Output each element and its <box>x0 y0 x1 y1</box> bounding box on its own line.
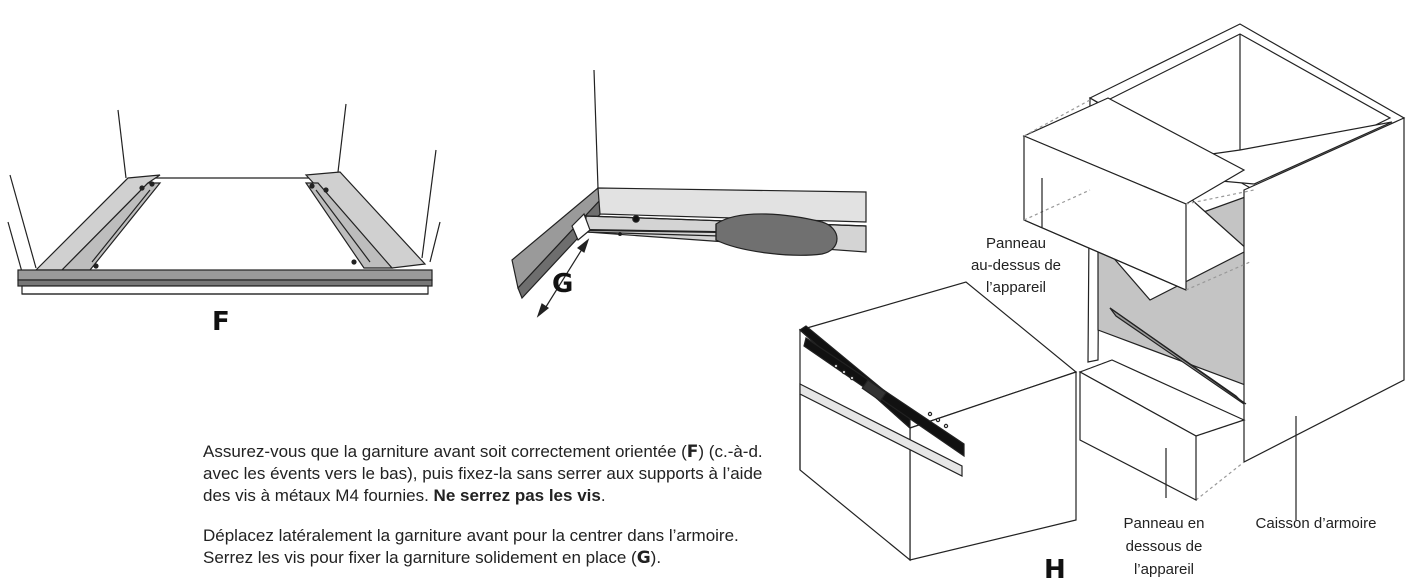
figure-f-trim-frame <box>7 103 441 295</box>
svg-text:dessous de: dessous de <box>1126 538 1203 555</box>
figure-g-label: G <box>552 269 573 299</box>
callout-panel-below: Panneau en dessous de l’appareil <box>1124 515 1205 578</box>
svg-text:Panneau en: Panneau en <box>1124 515 1205 532</box>
svg-text:l’appareil: l’appareil <box>986 279 1046 296</box>
figure-h-cabinet-assembly <box>798 23 1406 562</box>
svg-text:l’appareil: l’appareil <box>1134 561 1194 578</box>
callout-cabinet: Caisson d’armoire <box>1256 515 1377 532</box>
figure-h-label: H <box>1044 555 1066 581</box>
instructions-block: Assurez-vous que la garniture avant soit… <box>203 441 763 587</box>
figure-f-label: F <box>212 307 230 337</box>
emphasis-warning: Ne serrez pas les vis <box>433 486 601 505</box>
svg-text:au-dessus de: au-dessus de <box>971 257 1061 274</box>
svg-text:Panneau: Panneau <box>986 235 1046 252</box>
instruction-step-1: Assurez-vous que la garniture avant soit… <box>203 442 763 505</box>
callout-panel-above: Panneau au-dessus de l’appareil <box>971 235 1061 296</box>
figure-g-screwdriver-detail <box>511 69 867 318</box>
instruction-step-2: Déplacez latéralement la garniture avant… <box>203 526 739 568</box>
